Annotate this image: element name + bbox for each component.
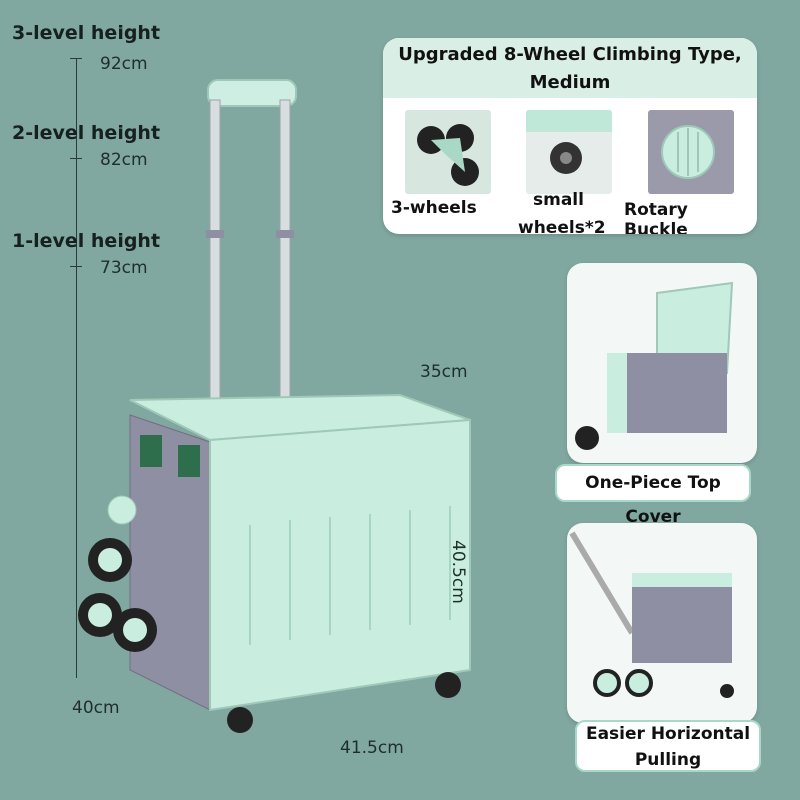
horizontal-pulling-panel [567,523,757,723]
height-ruler-line [76,58,77,678]
horizontal-trolley-icon [569,531,734,698]
rotary-buckle-label: Rotary Buckle [624,200,688,234]
rotary-buckle-icon [661,125,715,179]
ruler-tick-92 [70,58,82,59]
level2-height-label: 2-level height [12,122,161,144]
small-wheels-label-line2: wheels*2 [518,218,606,234]
horizontal-pulling-caption-line1: Easier Horizontal [585,724,751,744]
level1-height-value: 73cm [100,258,148,278]
level1-height-label: 1-level height [12,230,161,252]
feature-card: Upgraded 8-Wheel Climbing Type, Medium 3… [383,38,757,234]
horizontal-pulling-caption: Easier Horizontal Pulling [575,720,761,772]
small-wheel-icon [526,110,612,174]
trolley-illustration [78,79,471,733]
feature-card-title-line1: Upgraded 8-Wheel Climbing Type, [398,44,742,65]
width-bottom-dimension: 41.5cm [340,738,404,758]
horizontal-pulling-caption-line2: Pulling [634,750,702,770]
top-cover-caption: One-Piece Top Cover [555,464,751,527]
depth-top-dimension: 35cm [420,362,468,382]
small-wheels-label-line1: small [533,190,584,210]
level2-height-value: 82cm [100,150,148,170]
three-wheels-icon [417,124,479,186]
small-wheels-photo [526,110,612,194]
depth-left-dimension: 40cm [72,698,120,718]
level3-height-value: 92cm [100,54,148,74]
open-lid-trolley-icon [575,281,734,450]
feature-card-header [383,38,757,98]
top-cover-panel [567,263,757,463]
level3-height-label: 3-level height [12,22,161,44]
ruler-tick-73 [70,266,82,267]
three-wheels-label: 3-wheels [391,198,477,218]
height-side-dimension: 40.5cm [448,540,468,604]
three-wheels-photo [405,110,491,194]
rotary-buckle-photo [648,110,734,194]
feature-card-title-line2: Medium [529,72,611,93]
ruler-tick-82 [70,158,82,159]
